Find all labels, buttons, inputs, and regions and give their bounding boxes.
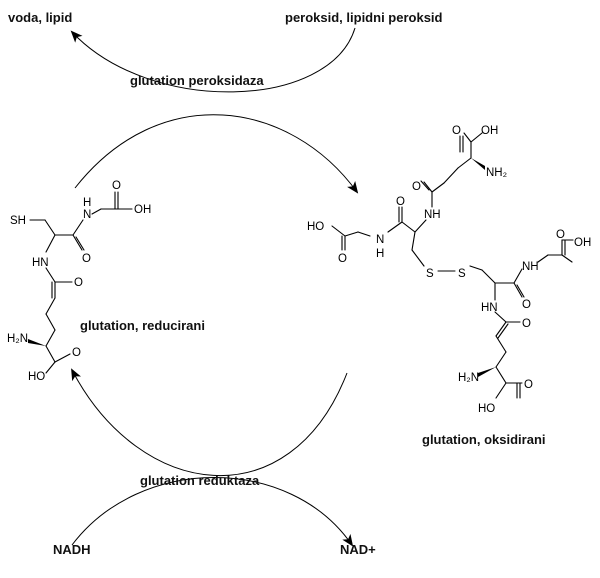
atom-h2n: H₂N: [458, 372, 479, 384]
atom-o: O: [452, 125, 461, 137]
arrow-gssg-to-gsh: [71, 368, 348, 476]
atom-nh: NH: [522, 261, 539, 273]
bond: [495, 321, 507, 337]
atom-o: O: [72, 347, 81, 359]
atom-hn: HN: [481, 302, 498, 314]
atom-h: H: [83, 197, 91, 209]
bond: [495, 351, 507, 368]
arrow-substrate-to-product: [70, 27, 356, 93]
atom-o: O: [522, 318, 531, 330]
atom-nh: NH: [424, 209, 441, 221]
bond: [45, 361, 56, 374]
bond: [411, 231, 416, 251]
bond: [357, 231, 371, 237]
bond: [495, 382, 507, 399]
bond: [443, 167, 459, 184]
arrow-nadh-to-nad: [71, 477, 354, 547]
bond: [423, 181, 433, 193]
bond: [457, 157, 472, 169]
gssg-label: glutation, oksidirani: [422, 432, 546, 447]
atom-o: O: [338, 253, 347, 265]
atom-oh: OH: [481, 125, 498, 137]
bond: [45, 234, 56, 253]
bond: [411, 249, 425, 267]
bond: [91, 208, 102, 215]
products-top-label: voda, lipid: [8, 10, 73, 25]
bond: [45, 313, 56, 331]
atom-o: O: [556, 229, 565, 241]
atom-o: O: [112, 180, 121, 192]
atom-o: O: [396, 196, 405, 208]
atom-n: N: [83, 209, 91, 221]
atom-hn: HN: [32, 257, 49, 269]
bond: [72, 219, 84, 236]
atom-s: S: [426, 268, 434, 280]
bond: [561, 254, 573, 263]
atom-h: H: [376, 248, 384, 260]
atom-o: O: [522, 299, 531, 311]
bond: [481, 269, 496, 284]
atom-ho: HO: [28, 371, 45, 383]
bond: [537, 254, 549, 263]
atom-o: O: [82, 253, 91, 265]
bond: [44, 219, 56, 236]
arrow-gsh-to-gssg: [74, 114, 359, 194]
atom-sh: SH: [10, 215, 26, 227]
atom-s: S: [458, 268, 466, 280]
enzyme-bottom-label: glutation reduktaza: [140, 473, 260, 488]
bond: [401, 221, 416, 233]
gsh-label: glutation, reducirani: [80, 318, 205, 333]
bond: [494, 311, 507, 323]
atom-h2n: H₂N: [7, 333, 28, 345]
bond: [513, 282, 523, 298]
bond: [387, 221, 403, 233]
bond: [344, 231, 359, 237]
atom-oh: OH: [134, 204, 151, 216]
atom-ho: HO: [307, 221, 324, 233]
atom-o: O: [412, 181, 421, 193]
wedge-bond: [471, 158, 485, 170]
atom-ho: HO: [478, 403, 495, 415]
bond: [470, 132, 483, 143]
bond: [45, 345, 56, 363]
bond: [54, 353, 71, 363]
enzyme-top-label: glutation peroksidaza: [130, 73, 264, 88]
bond: [495, 366, 507, 384]
atom-o: O: [74, 277, 83, 289]
bond: [72, 234, 83, 251]
nadh-label: NADH: [53, 542, 91, 557]
bond: [495, 335, 507, 353]
wedge-bond: [478, 367, 496, 377]
nad-label: NAD+: [340, 542, 376, 557]
bond: [45, 267, 56, 283]
bond: [45, 297, 56, 315]
molecule-reduced-glutathione: SH O N H O OH HN O H₂N O HO: [7, 180, 151, 383]
bond: [516, 284, 525, 298]
substrates-top-label: peroksid, lipidni peroksid: [285, 10, 443, 25]
bond: [414, 219, 427, 233]
bond: [469, 265, 483, 271]
molecule-oxidized-glutathione: O OH NH₂ O NH O HO N H O S S NH O OH O H…: [307, 125, 591, 415]
bond: [431, 182, 445, 193]
atom-oh: OH: [574, 237, 591, 249]
wedge-bond: [28, 339, 46, 346]
atom-n: N: [376, 234, 384, 246]
bond: [45, 329, 56, 347]
bond: [463, 132, 472, 143]
atom-o: O: [524, 379, 533, 391]
bond: [497, 323, 509, 339]
atom-nh2: NH₂: [486, 167, 507, 179]
bond: [331, 225, 346, 237]
bond: [75, 236, 85, 251]
bond: [513, 268, 523, 284]
bond: [420, 180, 430, 191]
